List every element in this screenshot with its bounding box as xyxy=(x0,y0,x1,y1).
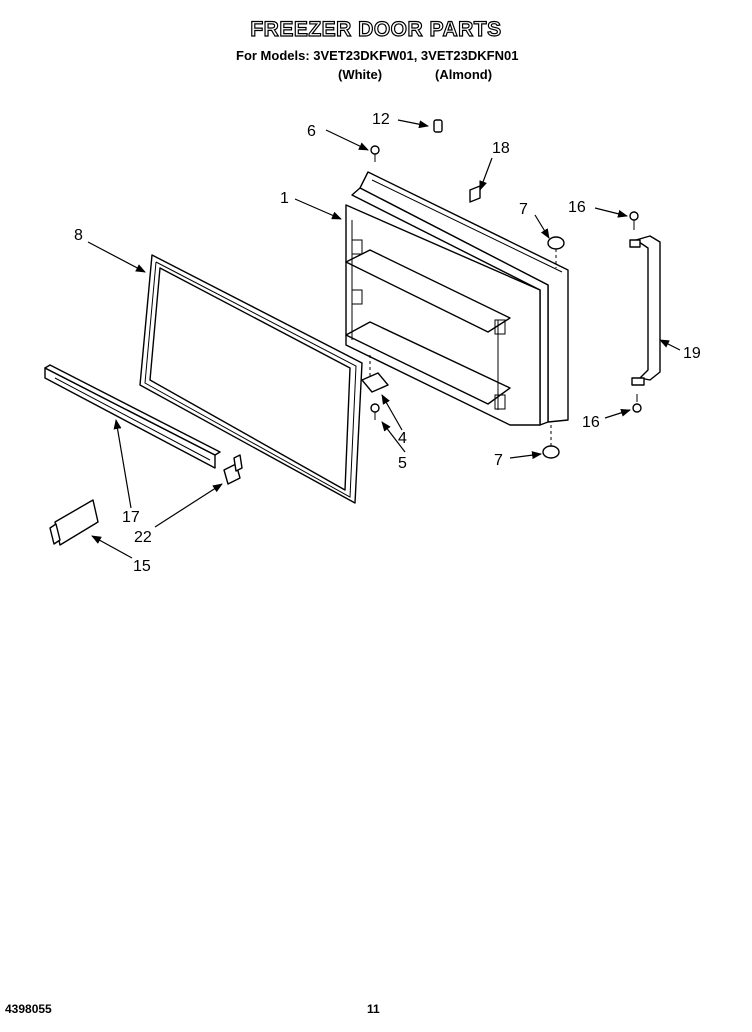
callout-7-top: 7 xyxy=(519,201,528,218)
callout-1: 1 xyxy=(280,190,289,207)
trim-strip-part-17 xyxy=(44,364,221,469)
hinge-cap-bottom-part-7 xyxy=(542,425,560,459)
color-label-almond: (Almond) xyxy=(435,67,493,82)
callout-19: 19 xyxy=(683,345,701,362)
trim-clip-part-22 xyxy=(223,454,243,485)
door-gasket-part-8 xyxy=(139,254,363,504)
callout-4: 4 xyxy=(398,430,407,447)
hinge-cap-top-part-7 xyxy=(547,236,565,268)
callout-12: 12 xyxy=(372,111,390,128)
callout-18: 18 xyxy=(492,140,510,157)
page-number: 11 xyxy=(367,1002,380,1016)
callout-6: 6 xyxy=(307,123,316,140)
callout-22: 22 xyxy=(134,529,152,546)
hinge-bracket-part-4 xyxy=(361,355,389,393)
callout-5: 5 xyxy=(398,455,407,472)
freezer-door-part-1 xyxy=(345,171,569,426)
callout-17: 17 xyxy=(122,509,140,526)
plug-part-12 xyxy=(433,119,443,133)
callout-leaders xyxy=(87,119,681,559)
callout-16-bottom: 16 xyxy=(582,414,600,431)
handle-screw-top-part-16 xyxy=(629,211,639,230)
model-numbers: For Models: 3VET23DKFW01, 3VET23DKFN01 xyxy=(236,48,519,63)
page-title: FREEZER DOOR PARTS xyxy=(250,17,502,41)
callout-8: 8 xyxy=(74,227,83,244)
callout-16-top: 16 xyxy=(568,199,586,216)
handle-screw-bottom-part-16 xyxy=(632,394,642,413)
plate-part-18 xyxy=(469,185,481,203)
callout-15: 15 xyxy=(133,558,151,575)
label-card-part-15 xyxy=(49,499,99,546)
hinge-screw-part-5 xyxy=(370,403,380,420)
color-label-white: (White) xyxy=(338,67,383,82)
callout-7-bottom: 7 xyxy=(494,452,503,469)
screw-part-6 xyxy=(370,145,380,162)
document-number: 4398055 xyxy=(5,1002,52,1016)
door-handle-part-19 xyxy=(629,235,661,386)
